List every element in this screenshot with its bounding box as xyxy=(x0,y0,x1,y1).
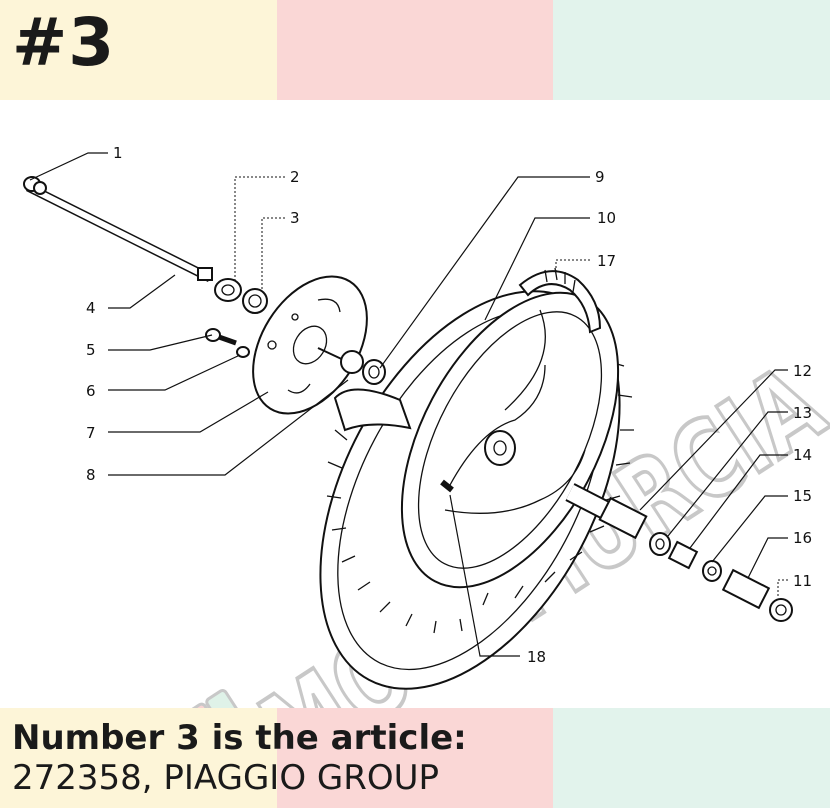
part-number-badge: #3 xyxy=(12,4,116,81)
exploded-wheel-diagram: MOTOMURCIA xyxy=(23,144,830,708)
label-13: 13 xyxy=(793,404,812,422)
caption-band xyxy=(0,708,830,808)
rim-drawing xyxy=(400,291,620,589)
screw-washer-drawing xyxy=(205,328,250,358)
label-11: 11 xyxy=(793,572,812,590)
caption-article: 272358, PIAGGIO GROUP xyxy=(12,758,440,798)
label-17: 17 xyxy=(597,252,616,270)
label-2: 2 xyxy=(290,168,300,186)
header-band-yellow xyxy=(0,0,277,100)
right-axle-parts-drawing xyxy=(565,483,793,622)
label-3: 3 xyxy=(290,209,300,227)
part-labels: 1 2 3 4 5 6 7 8 9 10 17 12 13 14 15 16 1… xyxy=(86,144,812,666)
leader-lines xyxy=(29,152,788,657)
label-14: 14 xyxy=(793,446,812,464)
axle-drawing xyxy=(23,176,213,283)
caption-band-yellow xyxy=(0,708,277,808)
label-7: 7 xyxy=(86,424,96,442)
caption-band-pink xyxy=(276,708,554,808)
header-band-pink xyxy=(276,0,554,100)
label-10: 10 xyxy=(597,209,616,227)
label-4: 4 xyxy=(86,299,96,317)
label-8: 8 xyxy=(86,466,96,484)
label-5: 5 xyxy=(86,341,96,359)
label-18: 18 xyxy=(527,648,546,666)
label-9: 9 xyxy=(595,168,605,186)
inner-band-drawing xyxy=(518,267,602,334)
label-16: 16 xyxy=(793,529,812,547)
left-bearing-drawing xyxy=(214,278,268,314)
header-band-mint xyxy=(553,0,830,100)
label-12: 12 xyxy=(793,362,812,380)
brake-plate-drawing xyxy=(252,275,368,415)
hub-spacer-drawing xyxy=(317,347,386,385)
label-1: 1 xyxy=(113,144,123,162)
label-15: 15 xyxy=(793,487,812,505)
caption-heading: Number 3 is the article: xyxy=(12,718,467,758)
caption-band-mint xyxy=(553,708,830,808)
header-band xyxy=(0,0,830,100)
label-6: 6 xyxy=(86,382,96,400)
